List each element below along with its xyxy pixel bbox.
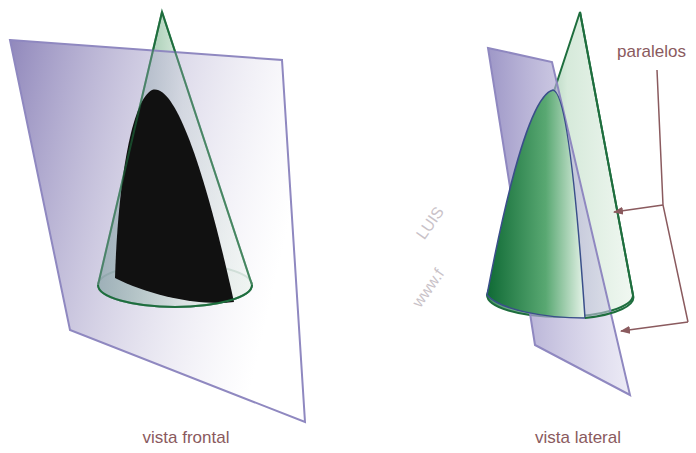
view-caption: vista frontal [143, 428, 230, 448]
leader-arrow [614, 205, 663, 212]
parabola-section [115, 89, 234, 302]
callout-label: paralelos [617, 42, 686, 62]
leader-line [657, 70, 688, 322]
cutting-plane [488, 48, 630, 395]
cutting-plane [10, 40, 305, 422]
front-view [10, 12, 305, 422]
leader-arrow [621, 322, 688, 331]
watermark: www.f [408, 265, 448, 311]
view-caption: vista lateral [535, 428, 621, 448]
watermark: LUIS [412, 203, 448, 243]
side-view [487, 12, 688, 395]
cut-cone-part [487, 90, 585, 318]
